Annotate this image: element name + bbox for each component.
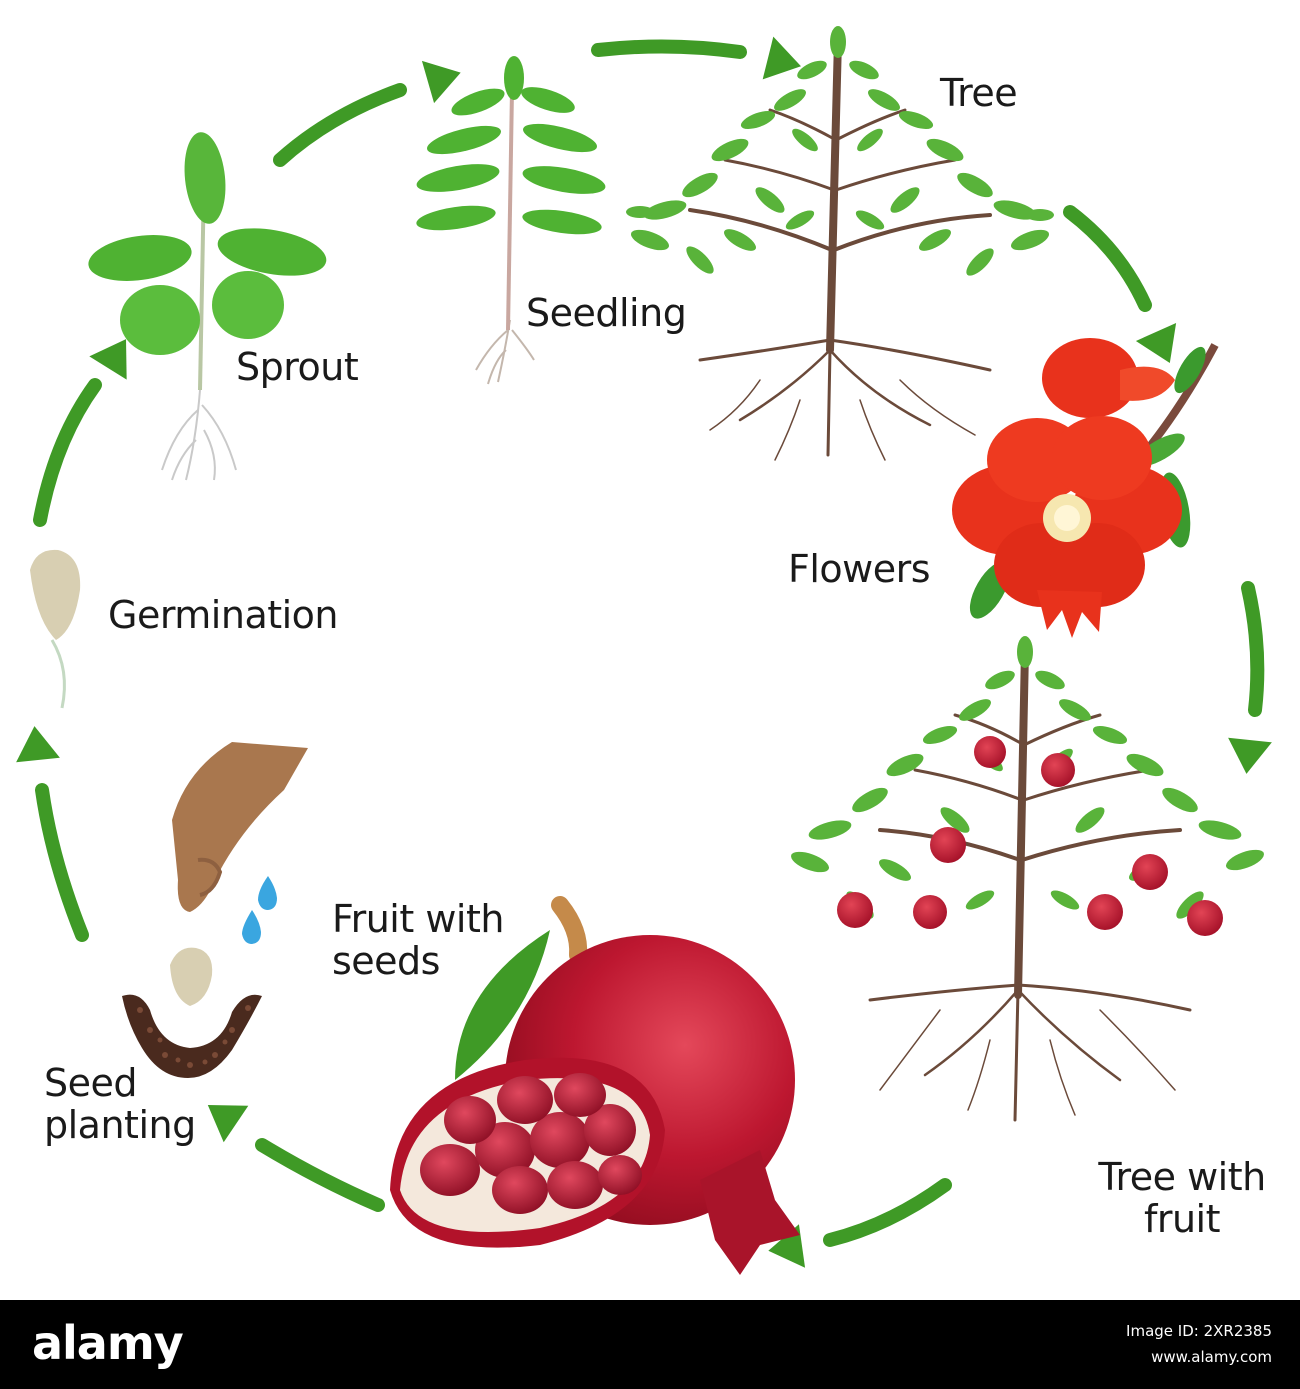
arrow-planting-to-germination	[35, 783, 89, 942]
label-germination: Germination	[108, 593, 339, 637]
seed-icon	[170, 947, 213, 1006]
diagram-canvas	[12, 26, 1272, 1275]
label-line: Seed	[44, 1061, 138, 1105]
arrow-fruit-to-planting	[255, 1138, 385, 1212]
arrow-tree-to-flowers	[1063, 205, 1152, 312]
arrow-sprout-to-seedling	[273, 83, 407, 167]
label-seedling: Seedling	[526, 291, 687, 335]
image-id: Image ID: 2XR2385	[1126, 1322, 1272, 1340]
soil-icon	[122, 994, 262, 1078]
tree-icon	[626, 26, 1054, 461]
site-url: www.alamy.com	[1151, 1348, 1272, 1366]
label-sprout: Sprout	[236, 345, 359, 389]
label-line: planting	[44, 1103, 196, 1147]
hand-icon	[172, 742, 308, 912]
sprout-icon	[88, 132, 327, 481]
arils	[420, 1073, 642, 1214]
seed-germinating-icon	[30, 549, 81, 709]
label-line: seeds	[332, 939, 440, 983]
label-line: Tree with	[1098, 1155, 1266, 1199]
tree-fruits	[837, 736, 1223, 936]
pomegranate-icon	[390, 896, 800, 1275]
life-cycle-diagram: Tree Seedling Sprout Flowers Germination…	[12, 26, 1292, 1275]
watermark-footer: alamy Image ID: 2XR2385 www.alamy.com	[0, 1300, 1300, 1389]
label-flowers: Flowers	[788, 547, 931, 591]
label-seed-planting: Seed planting	[44, 1062, 244, 1146]
flower-icon	[952, 338, 1219, 638]
arrow-flowers-to-fruitingtree	[1241, 581, 1265, 717]
label-line: Fruit with	[332, 897, 504, 941]
arrow-fruitingtree-to-fruit	[823, 1178, 952, 1247]
label-tree-with-fruit: Tree with fruit	[1072, 1156, 1292, 1240]
image-meta: Image ID: 2XR2385 www.alamy.com	[1126, 1318, 1272, 1370]
fruiting-tree-icon	[791, 636, 1264, 1122]
cycle-arrows	[33, 39, 1265, 1247]
label-tree: Tree	[940, 71, 1018, 115]
water-drop-icon	[242, 876, 277, 944]
alamy-logo: alamy	[32, 1316, 184, 1370]
label-line: fruit	[1143, 1197, 1221, 1241]
seedling-icon	[416, 56, 606, 385]
tree-canopy	[626, 26, 1054, 276]
arrow-germination-to-sprout	[33, 378, 102, 527]
label-fruit-with-seeds: Fruit with seeds	[332, 898, 592, 982]
arrow-seedling-to-tree	[591, 39, 747, 59]
